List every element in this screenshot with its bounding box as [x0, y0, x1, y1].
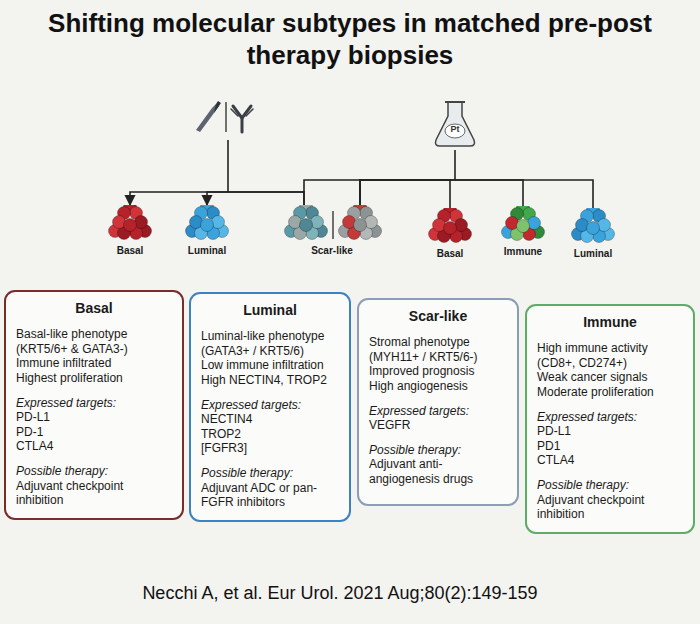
box-text: Stromal phenotype	[369, 335, 507, 350]
box-heading: Luminal	[201, 302, 339, 319]
cell-cluster: Basal	[422, 208, 478, 262]
cell	[124, 219, 137, 232]
box-text: Adjuvant anti-angiogenesis drugs	[369, 457, 507, 486]
cell-cluster: Luminal	[176, 205, 238, 259]
cell-cluster: Luminal	[563, 208, 623, 262]
box-text: Expressed targets:	[537, 410, 683, 425]
box-text: Possible therapy:	[201, 466, 339, 481]
cell-cluster: Immune	[490, 206, 556, 260]
divider	[225, 102, 227, 132]
box-heading: Immune	[537, 314, 683, 331]
cluster-illustration	[100, 205, 160, 245]
box-text: Improved prognosis	[369, 364, 507, 379]
flask-icon	[436, 102, 475, 146]
tree-connector	[360, 180, 450, 208]
cell-cluster: Basal	[100, 205, 160, 259]
box-text: PD-L1	[537, 424, 683, 439]
box-text: (GATA3+ / KRT5/6)	[201, 344, 339, 359]
box-text: Immune infiltrated	[16, 356, 172, 371]
box-text: Highest proliferation	[16, 371, 172, 386]
divider	[332, 211, 334, 239]
box-text: NECTIN4	[201, 412, 339, 427]
box-heading: Luminal	[176, 245, 238, 256]
box-heading: Luminal	[563, 248, 623, 259]
box-text: High NECTIN4, TROP2	[201, 373, 339, 388]
scalpel-icon	[196, 101, 221, 132]
slide-title: Shifting molecular subtypes in matched p…	[30, 8, 670, 71]
box-text: Expressed targets:	[369, 404, 507, 419]
subtype-box: LuminalLuminal-like phenotype(GATA3+ / K…	[189, 292, 351, 522]
tree-stem	[228, 140, 455, 192]
box-text: (KRT5/6+ & GATA3-)	[16, 342, 172, 357]
box-text: [FGFR3]	[201, 441, 339, 456]
cluster-illustration	[490, 206, 556, 246]
subtype-box: BasalBasal-like phenotype(KRT5/6+ & GATA…	[4, 290, 184, 520]
box-heading: Basal	[422, 248, 478, 259]
cluster-illustration	[422, 208, 478, 248]
box-text: Weak cancer signals	[537, 370, 683, 385]
box-heading: Basal	[100, 245, 160, 256]
box-heading: Scar-like	[369, 308, 507, 325]
cluster-illustration	[280, 205, 384, 245]
subtype-box: ImmuneHigh immune activity(CD8+, CD274+)…	[525, 304, 695, 534]
box-text: Adjuvant checkpoint inhibition	[537, 493, 683, 522]
tree-connector	[207, 192, 304, 205]
box-text: VEGFR	[369, 418, 507, 433]
box-text: High angiogenesis	[369, 379, 507, 394]
tree-connector	[360, 180, 523, 206]
box-text: TROP2	[201, 427, 339, 442]
cell-cluster: Scar-like	[280, 205, 384, 259]
cluster-illustration	[563, 208, 623, 248]
cell	[300, 219, 313, 232]
box-text: (MYH11+ / KRT5/6-)	[369, 350, 507, 365]
cluster-illustration	[176, 205, 238, 245]
element-label: Pt	[445, 124, 465, 134]
box-text: Adjuvant checkpoint inhibition	[16, 479, 172, 508]
cell	[587, 222, 600, 235]
box-text: PD1	[537, 439, 683, 454]
citation: Necchi A, et al. Eur Urol. 2021 Aug;80(2…	[20, 583, 660, 604]
cell	[201, 219, 214, 232]
box-text: Possible therapy:	[369, 443, 507, 458]
cell	[517, 220, 530, 233]
box-text: (CD8+, CD274+)	[537, 356, 683, 371]
box-heading: Basal	[16, 300, 172, 317]
box-text: Low immune infiltration	[201, 358, 339, 373]
subtype-box: Scar-likeStromal phenotype(MYH11+ / KRT5…	[357, 298, 519, 506]
cell	[444, 222, 457, 235]
box-text: High immune activity	[537, 341, 683, 356]
box-text: CTLA4	[16, 439, 172, 454]
tree-connector	[130, 192, 304, 205]
box-text: Luminal-like phenotype	[201, 329, 339, 344]
antibody-icon	[231, 106, 253, 132]
box-text: PD-1	[16, 425, 172, 440]
tree-connector	[360, 180, 593, 208]
box-text: Basal-like phenotype	[16, 327, 172, 342]
box-text: CTLA4	[537, 453, 683, 468]
cell	[354, 219, 367, 232]
box-text: Expressed targets:	[201, 398, 339, 413]
box-text: PD-L1	[16, 410, 172, 425]
box-heading: Immune	[490, 246, 556, 257]
box-text: Possible therapy:	[537, 478, 683, 493]
box-text: Moderate proliferation	[537, 385, 683, 400]
box-text: Possible therapy:	[16, 464, 172, 479]
box-heading: Scar-like	[280, 245, 384, 256]
box-text: Adjuvant ADC or pan-FGFR inhibitors	[201, 481, 339, 510]
box-text: Expressed targets:	[16, 396, 172, 411]
